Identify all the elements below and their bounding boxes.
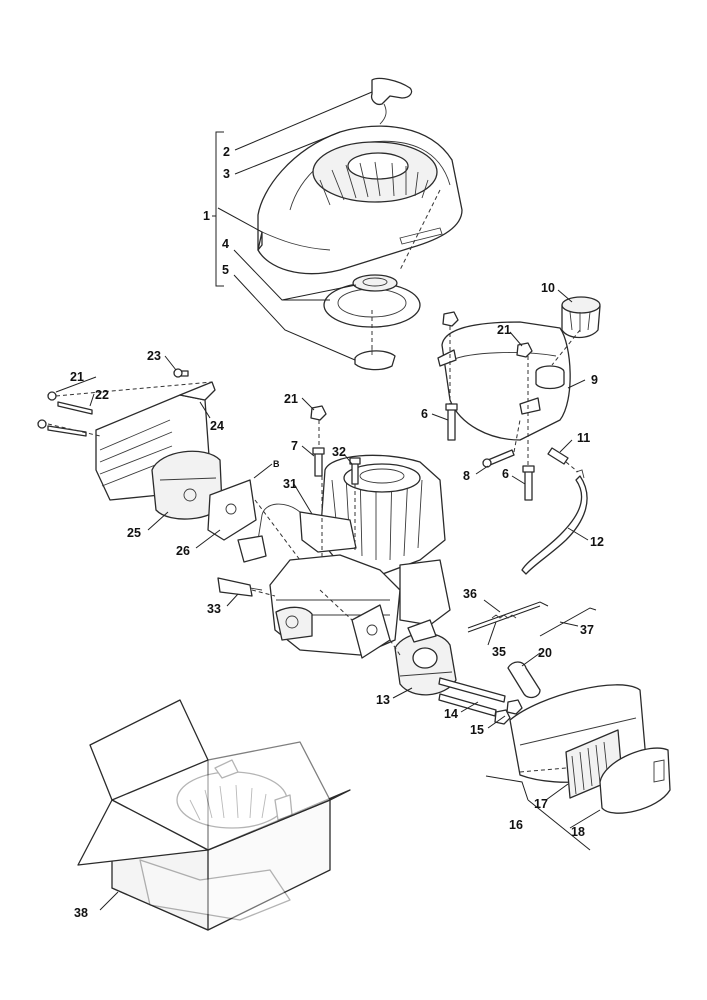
label-6b: 6: [502, 467, 509, 481]
fuel-hose-12[interactable]: [521, 469, 588, 575]
label-15: 15: [470, 723, 484, 737]
label-17: 17: [534, 797, 548, 811]
nut-21-center[interactable]: [310, 405, 327, 421]
label-11: 11: [577, 431, 590, 445]
hose-20[interactable]: [507, 661, 541, 699]
tank-nut-21-left[interactable]: [442, 311, 459, 327]
label-8: 8: [463, 469, 470, 483]
engine-box[interactable]: [77, 699, 351, 931]
label-21b: 21: [284, 392, 298, 406]
label-16: 16: [509, 818, 523, 832]
label-35: 35: [492, 645, 506, 659]
label-38: 38: [74, 906, 88, 920]
label-23: 23: [147, 349, 161, 363]
bolt-22[interactable]: [47, 391, 93, 415]
label-9: 9: [591, 373, 598, 387]
label-6a: 6: [421, 407, 428, 421]
label-10: 10: [541, 281, 555, 295]
label-4: 4: [222, 237, 229, 251]
starter-handle[interactable]: [370, 77, 413, 125]
label-21a: 21: [70, 370, 84, 384]
air-filter-cover[interactable]: [599, 747, 671, 814]
label-2: 2: [223, 145, 230, 159]
label-32: 32: [332, 445, 346, 459]
label-18: 18: [571, 825, 585, 839]
rod-36[interactable]: [467, 601, 549, 633]
label-21c: 21: [497, 323, 511, 337]
label-20: 20: [538, 646, 552, 660]
rod-37[interactable]: [539, 607, 597, 637]
label-22: 22: [95, 388, 109, 402]
starter-pulley[interactable]: [323, 274, 421, 328]
tank-nut-21-right[interactable]: [516, 342, 533, 358]
label-5: 5: [222, 263, 229, 277]
fuel-cap[interactable]: [561, 296, 601, 339]
label-13: 13: [376, 693, 390, 707]
stud-7[interactable]: [312, 447, 325, 477]
callout-labels: 1 2 3 4 5 6 6 7 8 9 10 11 12 13 14 15 16…: [70, 145, 604, 920]
label-24: 24: [210, 419, 224, 433]
fuel-tank[interactable]: [437, 321, 571, 441]
starter-pawl-cup[interactable]: [354, 345, 396, 371]
nut-15[interactable]: [494, 699, 523, 725]
screw-8[interactable]: [482, 449, 515, 468]
label-26: 26: [176, 544, 190, 558]
recoil-starter-housing[interactable]: [257, 125, 463, 275]
label-12: 12: [590, 535, 604, 549]
label-25: 25: [127, 526, 141, 540]
tank-bolt-6-upper[interactable]: [445, 403, 458, 441]
muffler-gasket[interactable]: [207, 479, 257, 541]
tank-bolt-6-lower[interactable]: [522, 465, 535, 501]
spark-plug[interactable]: [217, 577, 263, 597]
spring-35[interactable]: [491, 614, 517, 619]
ignition-coil[interactable]: [237, 503, 357, 563]
label-7: 7: [291, 439, 298, 453]
label-3: 3: [223, 167, 230, 181]
label-36: 36: [463, 587, 477, 601]
label-b: B: [273, 459, 280, 469]
label-37: 37: [580, 623, 594, 637]
label-33: 33: [207, 602, 221, 616]
label-1: 1: [203, 209, 210, 223]
label-14: 14: [444, 707, 458, 721]
fuel-clip-11[interactable]: [547, 447, 569, 465]
screw-23[interactable]: [173, 368, 189, 378]
muffler-body[interactable]: [151, 450, 223, 520]
screw-32[interactable]: [349, 457, 361, 485]
label-31: 31: [283, 477, 297, 491]
bolt-22b[interactable]: [37, 419, 87, 437]
leader-lines: [47, 91, 601, 911]
